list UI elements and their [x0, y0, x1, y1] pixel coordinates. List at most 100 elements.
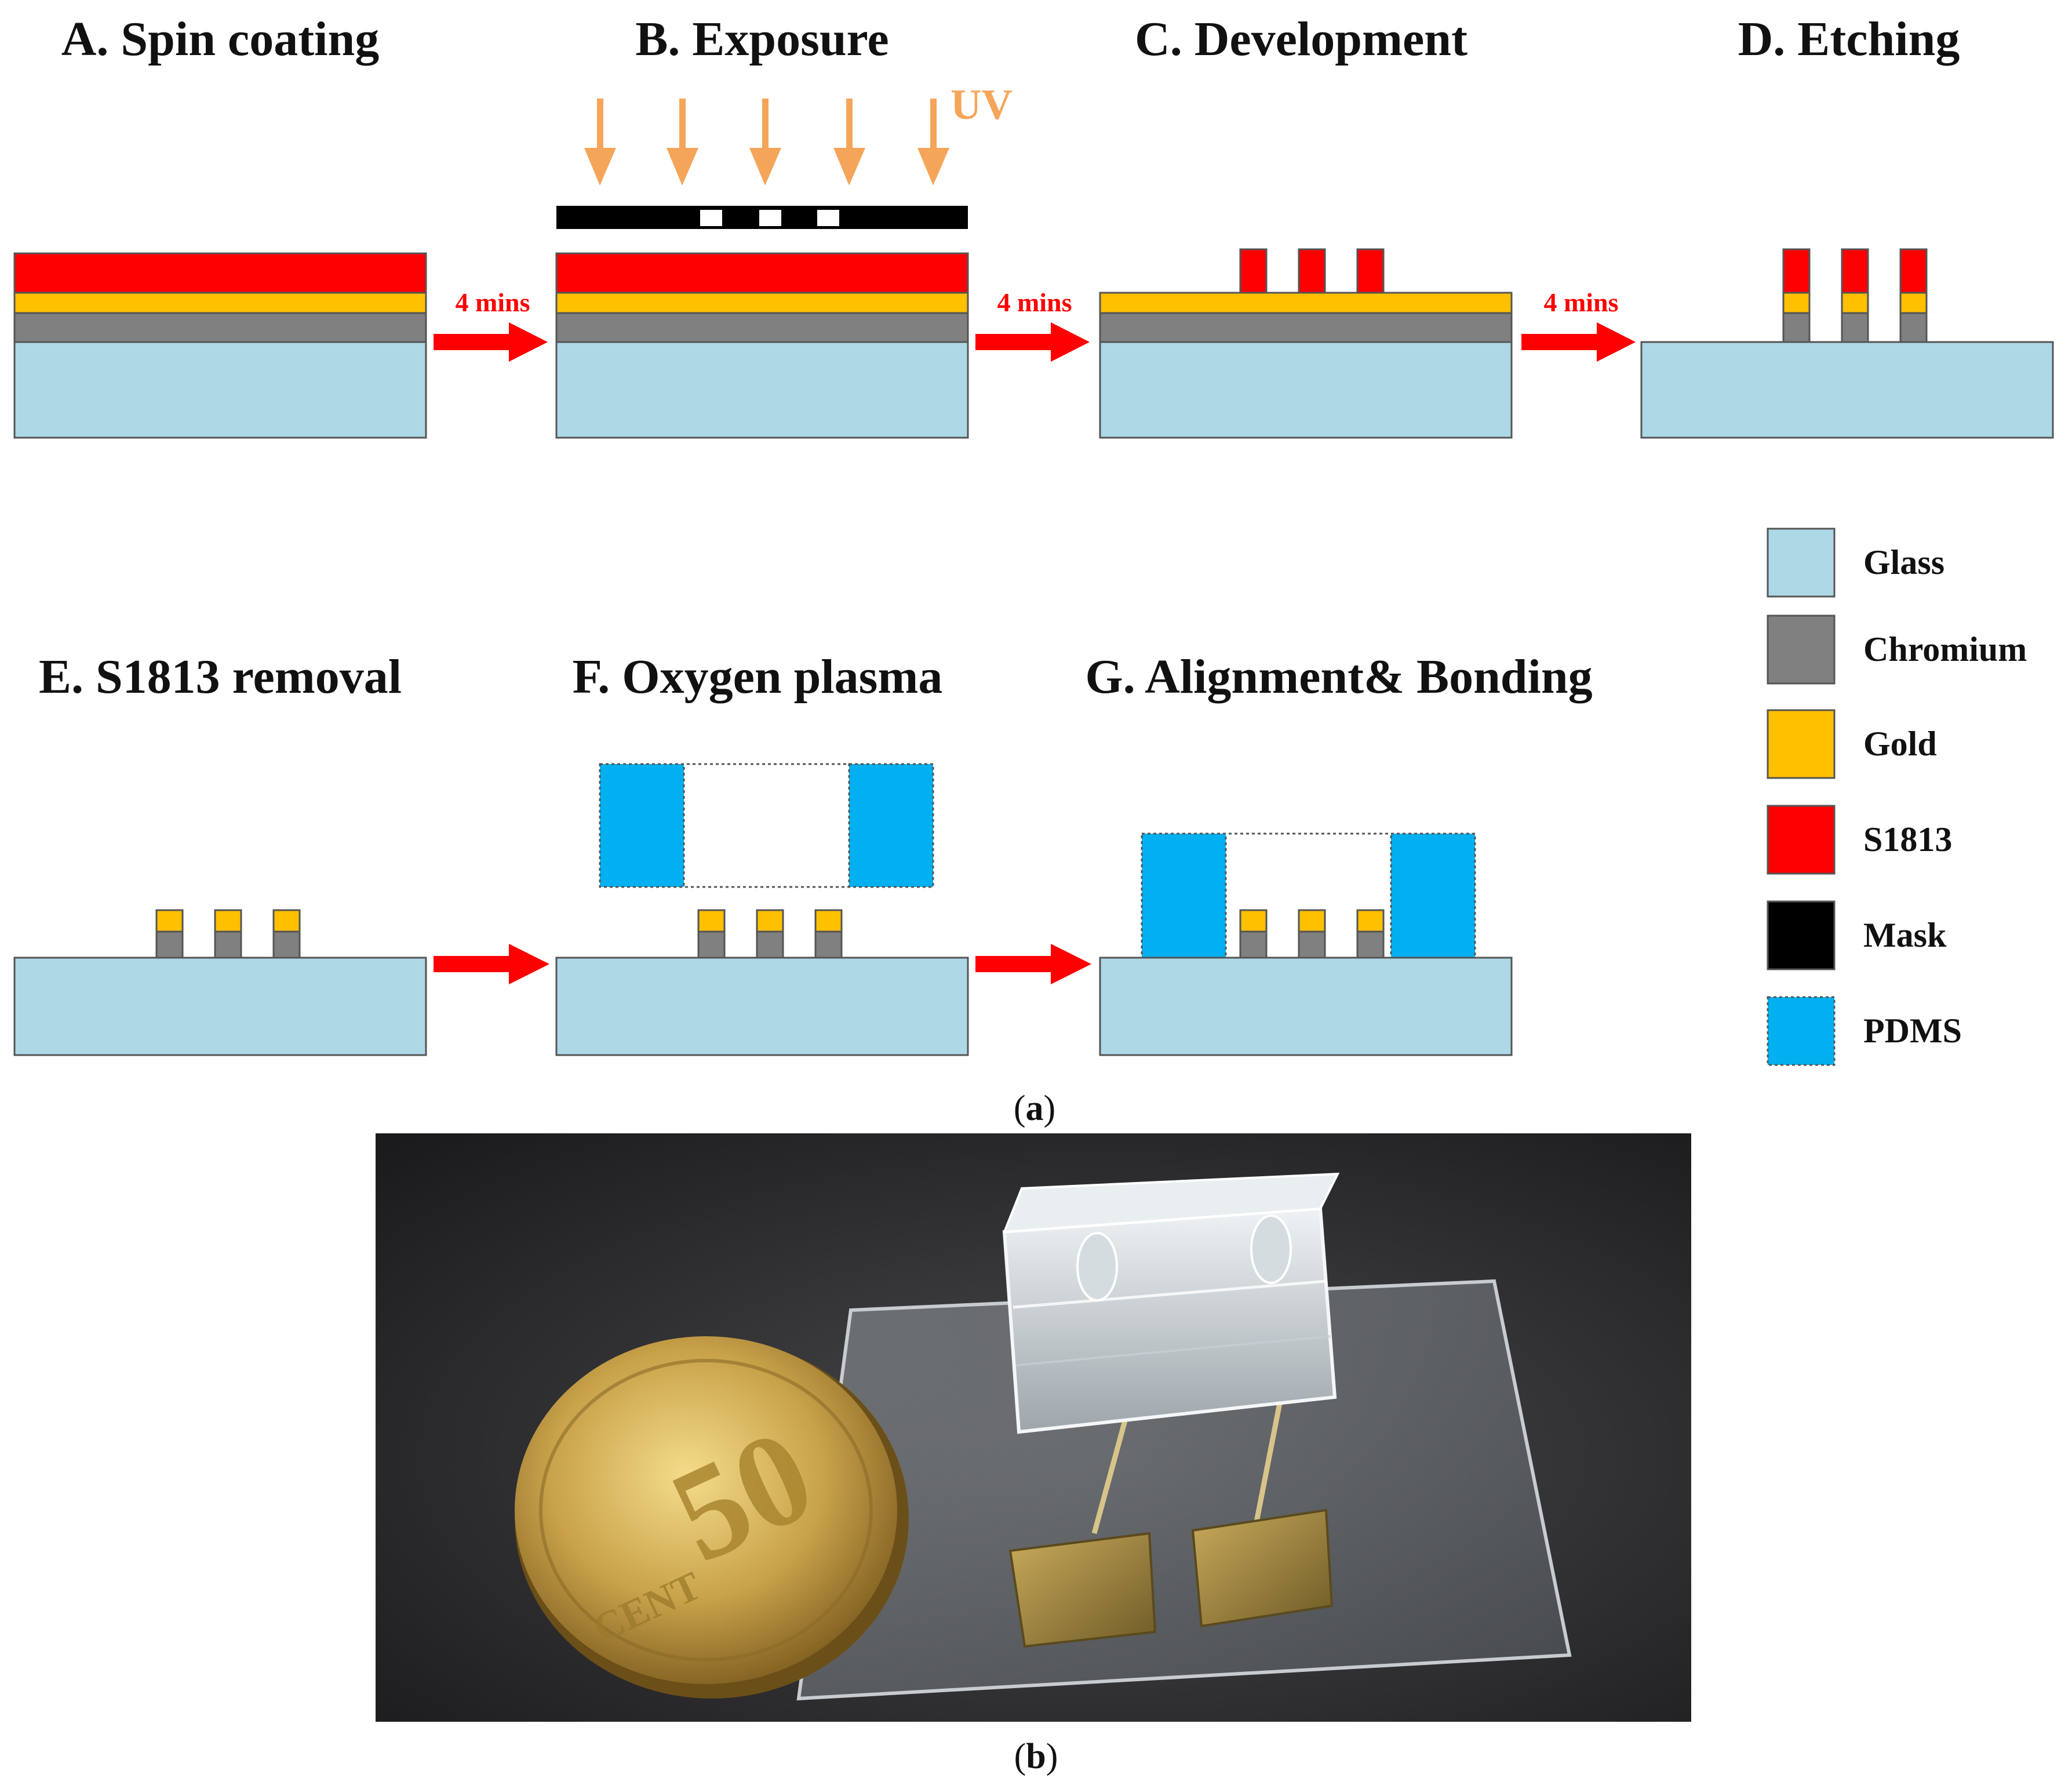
step-a-gold — [13, 292, 427, 314]
caption-b-letter: b — [1026, 1737, 1046, 1776]
arrow-b-c-shape — [975, 322, 1090, 362]
step-e-title: E. S1813 removal — [39, 650, 402, 704]
uv-arrows — [584, 99, 949, 186]
step-g-electrode-1 — [1239, 909, 1268, 959]
photo-outlet-port — [1250, 1215, 1292, 1284]
step-c-title: C. Development — [1135, 12, 1467, 66]
step-c-glass — [1099, 341, 1513, 439]
photo-gold-pad-2 — [1191, 1508, 1334, 1628]
uv-arrow-3 — [749, 99, 781, 186]
device-photo-illustration: 50 CENT — [376, 1133, 1691, 1722]
legend-swatch-mask — [1767, 900, 1836, 970]
step-f-pdms-left — [599, 763, 685, 888]
legend-label-glass: Glass — [1863, 543, 1944, 581]
step-e-electrode-1 — [155, 909, 184, 959]
step-f-glass — [555, 957, 969, 1056]
legend-item-glass: Glass — [1767, 528, 1944, 598]
arrow-a-b: 4 mins — [434, 288, 548, 362]
mask-opening-3 — [817, 210, 839, 226]
legend-swatch-pdms — [1767, 996, 1836, 1066]
step-f-title: F. Oxygen plasma — [573, 650, 943, 704]
fabrication-process-diagram: A. Spin coating 4 mins B. Exposure — [13, 12, 2054, 1128]
step-d-glass — [1640, 341, 2054, 439]
step-b-glass — [555, 341, 969, 439]
legend-swatch-chromium — [1767, 614, 1836, 685]
legend-swatch-glass — [1767, 528, 1836, 598]
step-e-electrode-3 — [272, 909, 301, 959]
arrow-a-b-label: 4 mins — [455, 288, 530, 317]
photo-inlet-port — [1076, 1232, 1118, 1301]
caption-b-close: ) — [1046, 1737, 1058, 1776]
uv-arrow-2 — [667, 99, 698, 186]
step-f-electrode-2 — [756, 909, 784, 959]
photo-gold-pad-1 — [1008, 1532, 1157, 1648]
caption-a: (a) — [1014, 1089, 1055, 1128]
step-a-title: A. Spin coating — [61, 12, 379, 66]
legend-item-pdms: PDMS — [1767, 996, 1962, 1066]
legend-label-s1813: S1813 — [1863, 820, 1952, 859]
arrow-b-c: 4 mins — [975, 288, 1090, 362]
step-c-s1813-pattern-2 — [1298, 248, 1326, 294]
step-g-pdms-right — [1390, 832, 1476, 959]
photo-coin: 50 CENT — [515, 1336, 909, 1699]
legend-swatch-s1813 — [1767, 805, 1836, 875]
step-b-stack — [555, 252, 969, 439]
step-a-stack — [13, 252, 427, 439]
arrow-c-d-shape — [1521, 322, 1636, 362]
arrow-e-f — [434, 944, 549, 984]
step-a-s1813 — [13, 252, 427, 294]
arrow-c-d: 4 mins — [1521, 288, 1636, 362]
legend-item-chromium: Chromium — [1767, 614, 2027, 685]
step-a-chromium — [13, 312, 427, 343]
caption-b-open: ( — [1014, 1737, 1026, 1776]
step-g-pdms-left — [1141, 832, 1227, 959]
legend: Glass Chromium Gold S1813 Mask PDMS — [1767, 528, 2027, 1066]
step-f-stack — [555, 909, 969, 1056]
step-e-electrode-2 — [214, 909, 242, 959]
mask-opening-1 — [700, 210, 722, 226]
step-f-electrode-1 — [697, 909, 726, 959]
photo-electrode-lead-2 — [1254, 1388, 1286, 1522]
step-f-electrode-3 — [814, 909, 843, 959]
legend-swatch-gold — [1767, 709, 1836, 779]
step-b-chromium — [555, 312, 969, 343]
step-d-electrode-3 — [1899, 248, 1928, 343]
step-b-gold — [555, 292, 969, 314]
legend-label-pdms: PDMS — [1863, 1012, 1962, 1050]
photomask — [556, 206, 968, 229]
step-b-s1813 — [555, 252, 969, 294]
caption-b: (b) — [0, 1736, 2072, 1777]
step-g-title: G. Alignment& Bonding — [1085, 650, 1592, 704]
step-g-stack — [1099, 832, 1513, 1056]
step-c-s1813-pattern-3 — [1356, 248, 1385, 294]
uv-arrow-1 — [584, 99, 616, 186]
step-d-electrode-2 — [1841, 248, 1869, 343]
legend-item-mask: Mask — [1767, 900, 1947, 970]
photo-pdms-block — [1002, 1172, 1340, 1434]
step-c-chromium — [1099, 312, 1513, 343]
arrow-f-g — [975, 944, 1091, 984]
photo-electrode-lead-1 — [1091, 1405, 1132, 1535]
step-e-stack — [13, 909, 427, 1056]
step-e-glass — [13, 957, 427, 1056]
step-d-title: D. Etching — [1738, 12, 1960, 66]
legend-item-s1813: S1813 — [1767, 805, 1952, 875]
arrow-e-f-shape — [434, 944, 549, 984]
device-photo: 50 CENT — [376, 1133, 1691, 1722]
step-c-gold — [1099, 292, 1513, 314]
uv-label: UV — [951, 81, 1013, 129]
step-c-s1813-pattern-1 — [1239, 248, 1268, 294]
step-b-title: B. Exposure — [635, 12, 888, 66]
step-g-electrode-2 — [1298, 909, 1326, 959]
step-g-electrode-3 — [1356, 909, 1385, 959]
step-g-glass — [1099, 957, 1513, 1056]
arrow-c-d-label: 4 mins — [1543, 288, 1618, 317]
step-d-stack — [1640, 248, 2054, 439]
step-a-glass — [13, 341, 427, 439]
arrow-f-g-shape — [975, 944, 1091, 984]
legend-item-gold: Gold — [1767, 709, 1937, 779]
uv-arrow-5 — [917, 99, 949, 186]
uv-arrow-4 — [833, 99, 865, 186]
mask-opening-2 — [759, 210, 781, 226]
arrow-a-b-shape — [434, 322, 548, 362]
